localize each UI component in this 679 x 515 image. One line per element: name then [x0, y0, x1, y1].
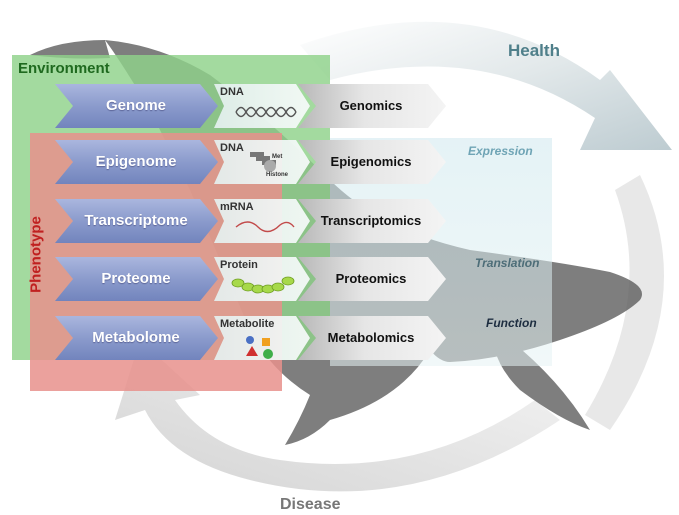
molecule-label: DNA: [220, 142, 244, 154]
environment-label: Environment: [18, 60, 110, 77]
omic-label: Epigenome: [95, 153, 177, 170]
omics-row: [55, 140, 446, 184]
translation-label: Translation: [475, 256, 540, 270]
molecule-label: mRNA: [220, 201, 254, 213]
omic-chevron: [55, 316, 218, 360]
omic-label: Proteome: [101, 270, 171, 287]
field-arrow: [298, 199, 446, 243]
omics-row: [55, 199, 446, 243]
function-label: Function: [486, 316, 537, 330]
omic-label: Transcriptome: [84, 212, 188, 229]
omics-field-label: Genomics: [339, 98, 403, 113]
omics-row: [55, 84, 446, 128]
disease-cycle-arrow: [115, 340, 560, 492]
omic-label: Genome: [105, 97, 166, 114]
molecule-label: DNA: [220, 86, 244, 98]
methylated-dna-icon: [250, 152, 276, 172]
omics-row: [55, 257, 446, 301]
omics-field-label: Transcriptomics: [320, 213, 422, 228]
molecule-label: Protein: [220, 259, 258, 271]
omics-row: [55, 316, 446, 360]
phenotype-label: Phenotype: [27, 216, 45, 293]
right-cycle-arc: [585, 175, 664, 430]
protein-chain-icon: [231, 276, 295, 294]
health-label: Health: [508, 41, 560, 60]
field-arrow: [298, 140, 446, 184]
disease-label: Disease: [280, 496, 341, 513]
health-cycle-arrow: [300, 21, 672, 150]
mrna-strand-icon: [235, 221, 295, 233]
molecule-panel: [214, 199, 310, 243]
omics-field-label: Proteomics: [335, 271, 407, 286]
molecule-panel: [214, 257, 310, 301]
omic-chevron: [55, 84, 218, 128]
field-arrow: [298, 316, 446, 360]
dna-helix-icon: [235, 106, 297, 118]
omic-chevron: [55, 199, 218, 243]
metabolite-network-icon: [246, 336, 273, 359]
omic-label: Metabolome: [92, 329, 180, 346]
molecule-panel: [214, 84, 310, 128]
field-arrow: [298, 84, 446, 128]
histone-label: Histone: [266, 172, 289, 178]
omic-chevron: [55, 140, 218, 184]
omics-field-label: Metabolomics: [327, 330, 415, 345]
omic-chevron: [55, 257, 218, 301]
molecule-label: Metabolite: [220, 318, 275, 330]
omics-field-label: Epigenomics: [330, 154, 412, 169]
field-arrow: [298, 257, 446, 301]
expression-label: Expression: [468, 144, 533, 158]
methyl-label: Met: [272, 154, 283, 160]
